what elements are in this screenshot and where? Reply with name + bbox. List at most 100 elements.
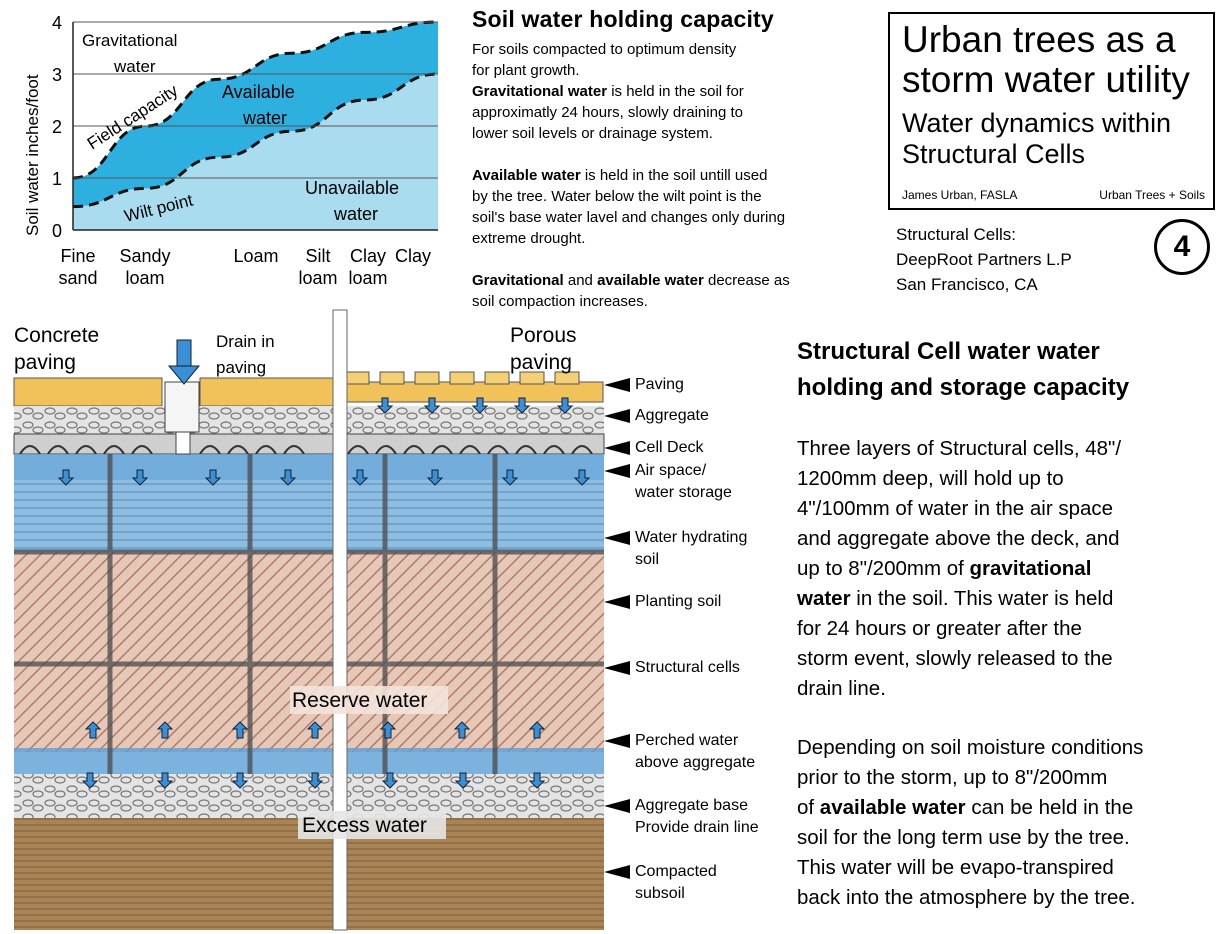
- grav-bold: Gravitational water: [472, 83, 608, 100]
- down-arrow-icon: [57, 469, 75, 486]
- excess-label-bg: [298, 811, 446, 839]
- drain-pipe: [332, 309, 348, 931]
- layer-label-line-2: above aggregate: [635, 754, 756, 771]
- intro-line-1: For soils compacted to optimum density: [472, 41, 737, 58]
- layer-label-line-1: Water hydrating: [635, 529, 748, 546]
- label-unavailable: Unavailable: [305, 178, 399, 198]
- x-tick-label-line2: sand: [58, 268, 97, 288]
- avail-line-3: soil's base water lavel and changes only…: [472, 209, 786, 226]
- partners-line-2: DeepRoot Partners L.P: [896, 250, 1072, 269]
- main-title-line-1: Urban trees as a: [902, 19, 1176, 60]
- avail-line-4: extreme drought.: [472, 230, 586, 247]
- pointer-arrow-icon: [604, 734, 630, 748]
- author: James Urban, FASLA: [902, 188, 1018, 202]
- subtitle-line-2: Structural Cells: [902, 139, 1086, 169]
- label-drain-in-paving-2: paving: [216, 358, 266, 377]
- x-tick-label: Loam: [233, 246, 278, 266]
- down-arrow-icon: [513, 397, 531, 414]
- concrete-paving: [13, 377, 163, 407]
- pointer-arrow-icon: [604, 661, 630, 675]
- p1-line-d: and aggregate above the deck, and: [797, 527, 1120, 550]
- label-available: Available: [222, 82, 295, 102]
- layer-label-line-2: water storage: [635, 484, 732, 501]
- pointer-arrow-icon: [604, 464, 630, 478]
- down-arrow-icon: [131, 469, 149, 486]
- p1-line-c: 4"/100mm of water in the air space: [797, 497, 1114, 520]
- aggregate-layer: [14, 406, 604, 434]
- down-arrow-icon: [381, 772, 399, 789]
- grav-line-1: is held in the soil for: [607, 83, 744, 100]
- p1-line-i: drain line.: [797, 677, 886, 700]
- up-arrow-icon: [156, 721, 174, 739]
- page-number-badge: 4: [1154, 219, 1210, 275]
- drain-inflow-arrow: [167, 339, 201, 385]
- partners-line-1: Structural Cells:: [896, 225, 1016, 244]
- dec-mid: and: [563, 272, 598, 289]
- drain-riser: [175, 431, 191, 455]
- capacity-text-block: Soil water holding capacity For soils co…: [472, 6, 872, 312]
- pointer-arrow-icon: [604, 409, 630, 423]
- layer-label: Water hydrating soil: [635, 527, 747, 571]
- reserve-label-bg: [290, 686, 448, 714]
- layer-label: Air space/water storage: [635, 460, 732, 504]
- grav-line-2: approximatly 24 hours, slowly draining t…: [472, 104, 743, 121]
- perched-water: [14, 748, 604, 774]
- down-arrow-icon: [556, 397, 574, 414]
- grav-line-3: lower soil levels or drainage system.: [472, 125, 713, 142]
- p2-line-e: This water will be evapo-transpired: [797, 856, 1114, 879]
- p2-line-b: prior to the storm, up to 8"/200mm: [797, 766, 1108, 789]
- up-arrow-icon: [379, 721, 397, 739]
- cell-deck: [13, 433, 605, 455]
- label-porous-paving: Porous: [510, 324, 577, 347]
- concrete-paving-right: [199, 377, 336, 407]
- pointer-arrow-icon: [604, 441, 630, 455]
- p1-line-b: 1200mm deep, will hold up to: [797, 467, 1064, 490]
- p2-line-c2: can be held in the: [965, 796, 1134, 819]
- firm: Urban Trees + Soils: [1099, 188, 1205, 202]
- x-tick-label-line2: loam: [125, 268, 164, 288]
- down-arrow-icon: [426, 469, 444, 486]
- label-concrete-paving: Concrete: [14, 324, 99, 347]
- label-excess-water: Excess water: [302, 814, 427, 837]
- layer-label-line-1: Perched water: [635, 732, 739, 749]
- chart-ylabel: Soil water inches/foot: [23, 74, 42, 236]
- area-available-water: [73, 22, 438, 207]
- down-arrow-icon: [279, 469, 297, 486]
- p1-line-g: for 24 hours or greater after the: [797, 617, 1082, 640]
- layer-label: Cell Deck: [635, 437, 703, 459]
- layer-label-line-2: soil: [635, 551, 660, 568]
- planting-soil: [14, 552, 604, 752]
- structural-paragraph-1: Three layers of Structural cells, 48"/ 1…: [797, 434, 1222, 704]
- structural-title-2: holding and storage capacity: [797, 374, 1130, 401]
- up-arrow-icon: [453, 721, 471, 739]
- down-arrow-icon: [351, 469, 369, 486]
- y-tick-label: 1: [52, 169, 62, 189]
- layer-label-line-1: Structural cells: [635, 659, 740, 676]
- avail-line-2: by the tree. Water below the wilt point …: [472, 188, 762, 205]
- y-tick-label: 0: [52, 221, 62, 241]
- structural-cell-section: Concrete paving Drain in paving Porous p…: [13, 309, 605, 931]
- area-unavailable-water: [73, 74, 438, 230]
- p1-line-f: in the soil. This water is held: [850, 587, 1114, 610]
- label-available-water: water: [242, 108, 287, 128]
- up-arrow-icon: [528, 721, 546, 739]
- y-tick-label: 2: [52, 117, 62, 137]
- label-unavailable-water: water: [333, 204, 378, 224]
- p1-line-h: storm event, slowly released to the: [797, 647, 1113, 670]
- label-drain-in-paving: Drain in: [216, 332, 275, 351]
- layer-label-line-2: subsoil: [635, 885, 685, 902]
- chart-grid: [72, 21, 438, 231]
- capacity-available: Available water is held in the soil unti…: [472, 165, 872, 249]
- down-arrow-icon: [231, 772, 249, 789]
- layer-label-line-1: Paving: [635, 376, 684, 393]
- pointer-arrow-icon: [604, 865, 630, 879]
- y-tick-label: 3: [52, 65, 62, 85]
- pointer-arrow-icon: [604, 799, 630, 813]
- down-arrow-icon: [306, 772, 324, 789]
- pointer-arrow-icon: [604, 378, 630, 392]
- water-hydrating-soil: [14, 480, 604, 552]
- y-tick-label: 4: [52, 13, 62, 33]
